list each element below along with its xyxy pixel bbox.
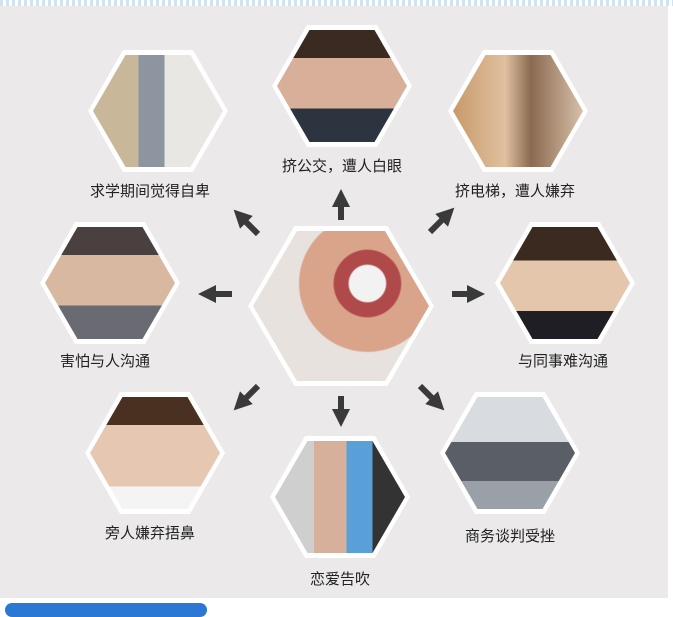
label-afraid: 害怕与人沟通 bbox=[59, 352, 151, 370]
label-coworker: 与同事难沟通 bbox=[517, 352, 609, 370]
label-nose: 旁人嫌弃捂鼻 bbox=[104, 524, 196, 542]
photo-business bbox=[440, 392, 580, 514]
arrow-down-right bbox=[417, 383, 445, 411]
label-elevator: 挤电梯，遭人嫌弃 bbox=[454, 182, 576, 200]
label-business: 商务谈判受挫 bbox=[464, 527, 556, 545]
photo-nose bbox=[85, 392, 225, 514]
photo-school bbox=[88, 50, 228, 172]
photo-bus bbox=[272, 25, 412, 147]
label-school: 求学期间觉得自卑 bbox=[89, 182, 211, 200]
arrow-down-left bbox=[233, 383, 261, 411]
top-border bbox=[0, 0, 673, 6]
label-bus: 挤公交，遭人白眼 bbox=[281, 157, 403, 175]
arrow-up-right bbox=[427, 207, 455, 235]
blue-bar[interactable] bbox=[5, 603, 207, 617]
arrow-up-left bbox=[233, 209, 261, 237]
label-love: 恋爱告吹 bbox=[309, 570, 371, 588]
